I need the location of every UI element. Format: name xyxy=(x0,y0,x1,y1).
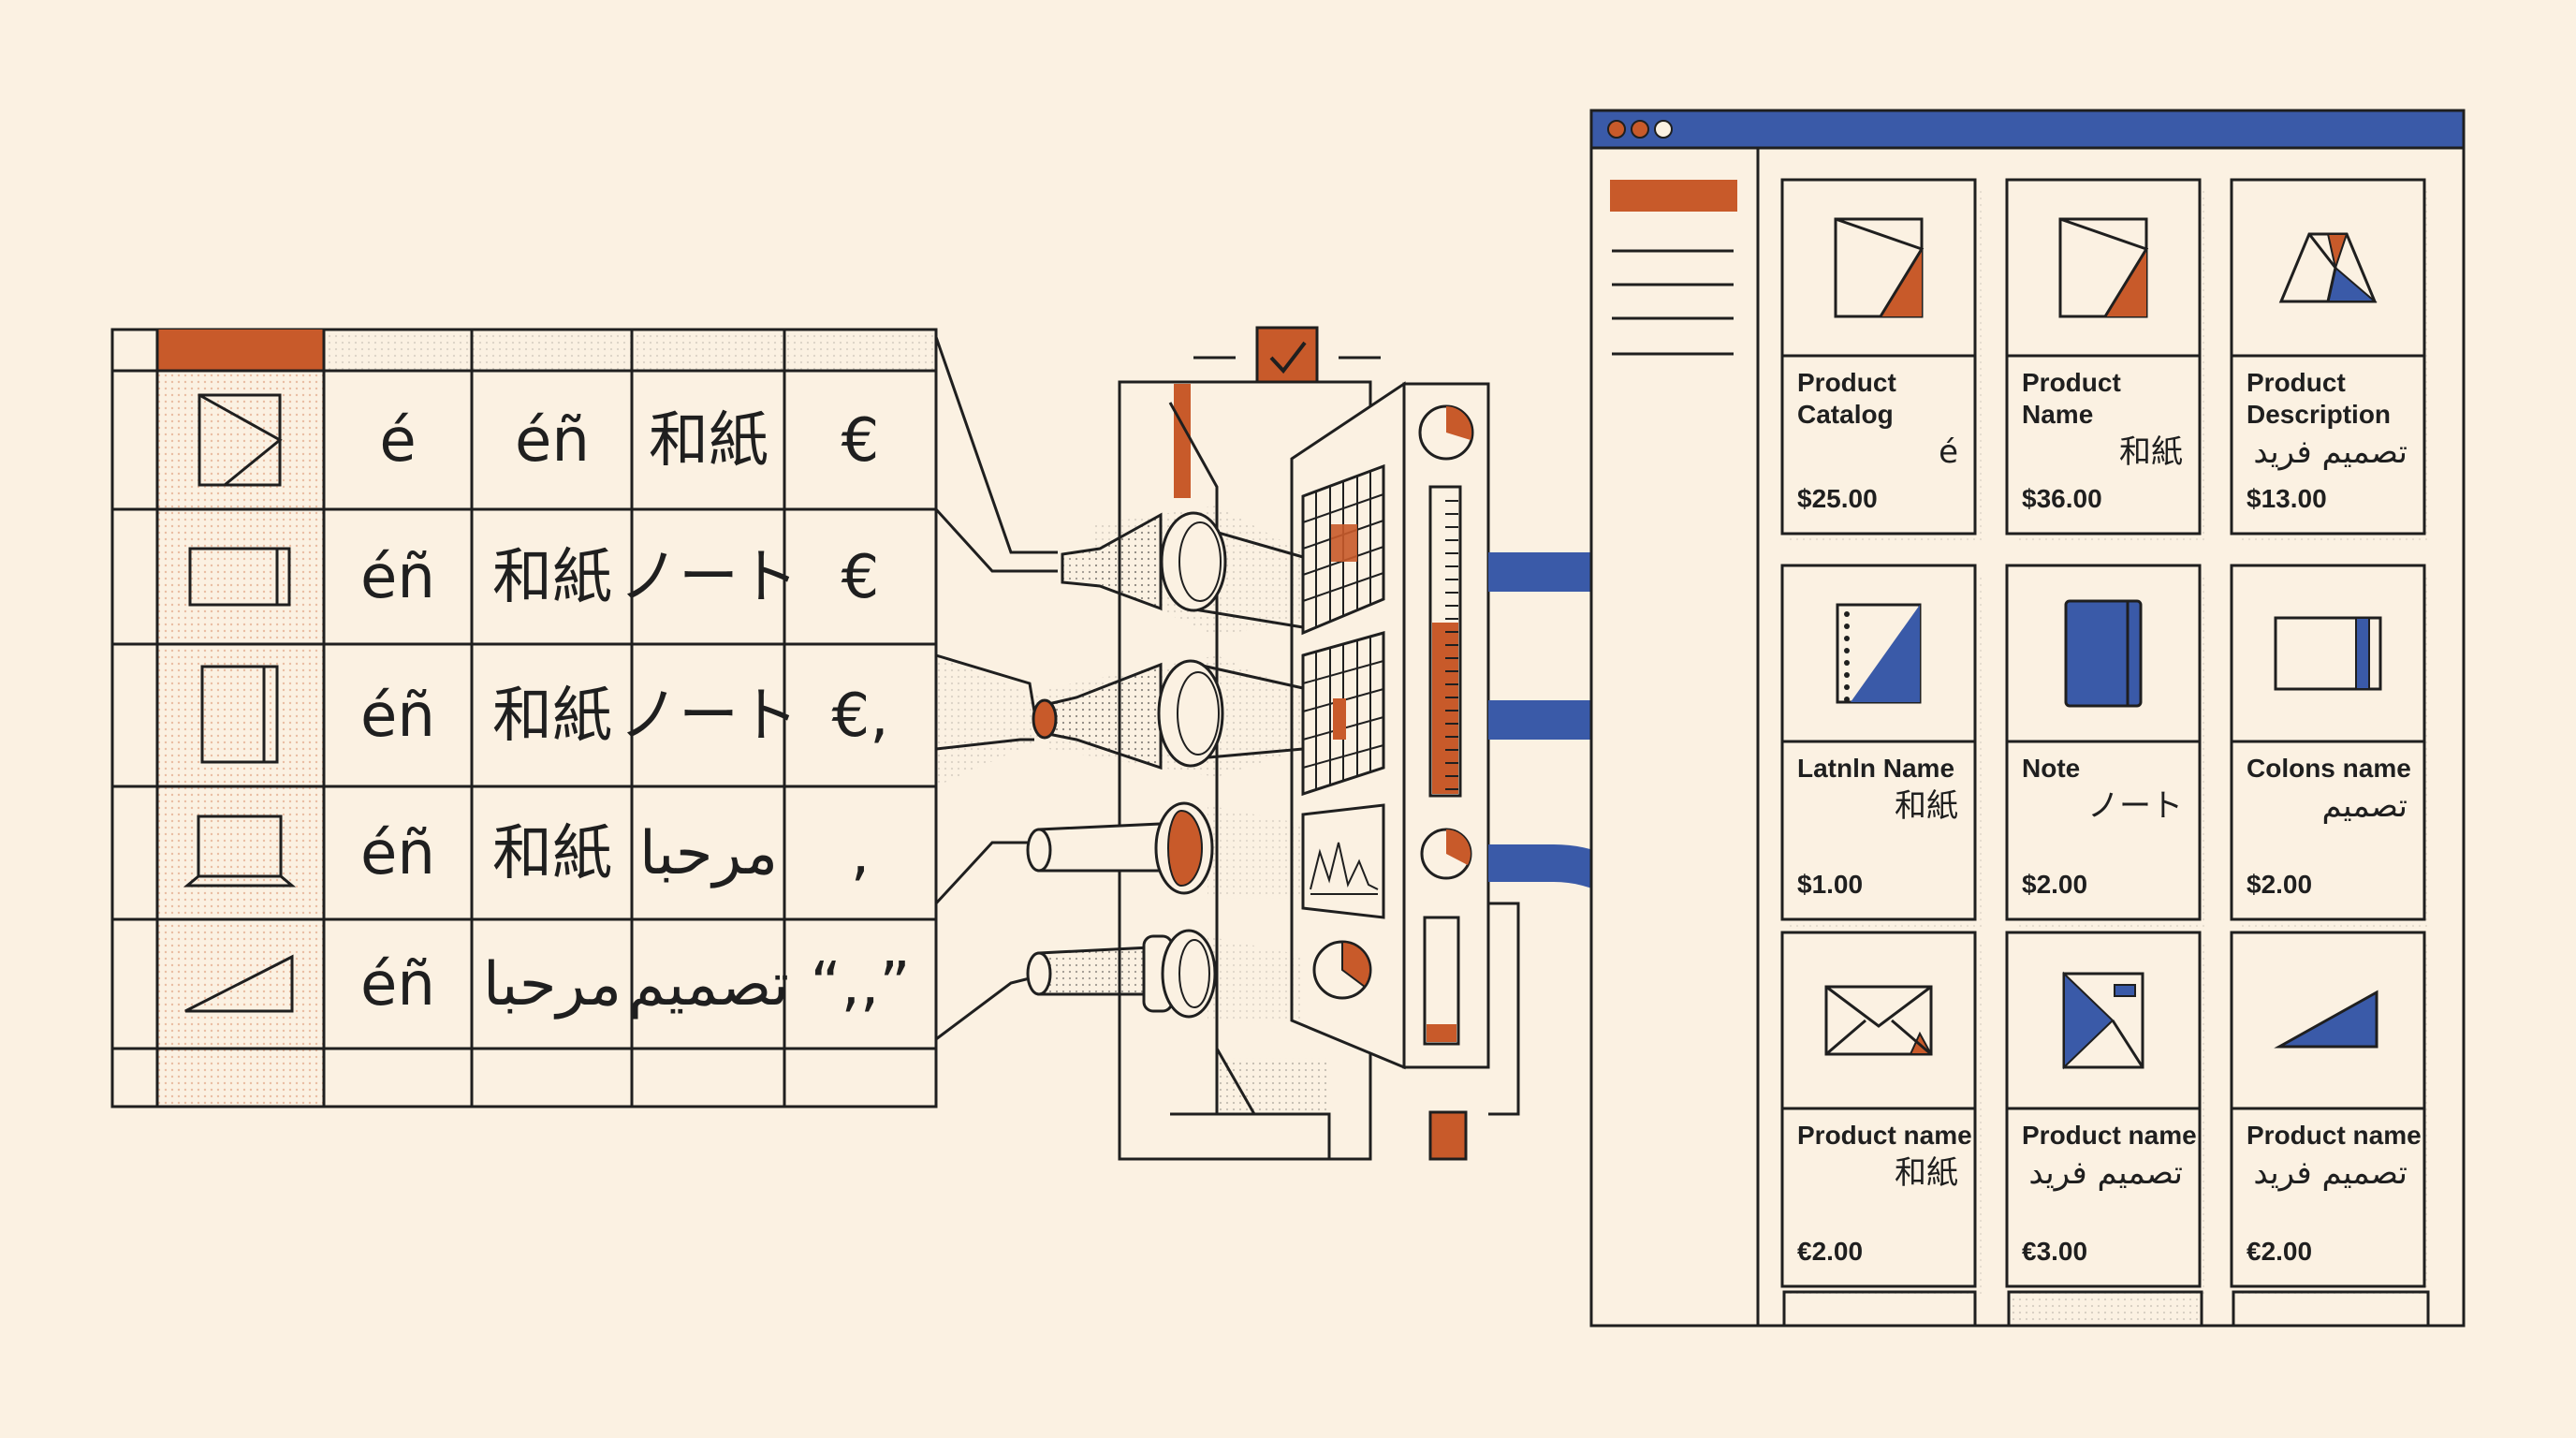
table-cell: 和紙 xyxy=(492,543,612,612)
card-icon xyxy=(2274,616,2382,691)
product-price: $13.00 xyxy=(2247,484,2327,513)
product-price: $2.00 xyxy=(2247,870,2312,899)
product-subtitle: تصميم فريد xyxy=(2028,1154,2183,1192)
product-title: Catalog xyxy=(1797,400,1894,429)
table-cell: éñ xyxy=(360,819,435,888)
table-cell: éñ xyxy=(360,950,435,1020)
header-accent xyxy=(157,330,324,371)
card-icon xyxy=(188,547,291,607)
product-subtitle: تصميم فريد xyxy=(2253,433,2408,471)
pie-gauge-icon xyxy=(1420,828,1472,880)
table-cell: ノート xyxy=(619,682,798,751)
table-cell: 和紙 xyxy=(649,406,768,476)
image-icon xyxy=(2058,217,2149,318)
table-cell: éñ xyxy=(360,682,435,751)
table-cell: é xyxy=(379,406,416,476)
grid-panel xyxy=(1301,631,1385,797)
table-cell: ノート xyxy=(619,543,798,612)
product-card[interactable]: Product name 和紙 €2.00 xyxy=(1780,931,1983,1294)
spiral-notebook-icon xyxy=(1836,603,1922,704)
lens-icon xyxy=(1026,929,1217,1019)
product-title: Note xyxy=(2022,754,2080,783)
product-title: Latnln Name xyxy=(1797,754,1954,783)
shapes-icon xyxy=(2278,232,2378,303)
product-price: $2.00 xyxy=(2022,870,2087,899)
triangle-icon xyxy=(2274,990,2378,1049)
table-cell: éñ xyxy=(360,543,435,612)
product-title: Description xyxy=(2247,400,2391,429)
product-card[interactable]: Product name تصميم فريد €2.00 xyxy=(2230,931,2432,1294)
product-subtitle: 和紙 xyxy=(1895,787,1958,825)
product-price: $36.00 xyxy=(2022,484,2102,513)
lens-icon xyxy=(1061,511,1227,612)
product-price: €3.00 xyxy=(2022,1237,2087,1266)
product-card[interactable]: Colons name تصميم $2.00 xyxy=(2230,564,2432,927)
table-cell: مرحبا xyxy=(483,950,622,1020)
table-cell: “,,” xyxy=(811,950,911,1020)
lens-icon xyxy=(1026,801,1214,895)
table-cell: 和紙 xyxy=(492,819,612,888)
window-maximize-button[interactable] xyxy=(1654,120,1673,139)
table-cell: تصميم xyxy=(628,950,789,1020)
pie-chart-panel xyxy=(1312,940,1372,1000)
image-icon xyxy=(198,393,283,487)
product-card[interactable]: Product name تصميم فريد €3.00 xyxy=(2005,931,2207,1294)
sidebar-active-item[interactable] xyxy=(1610,180,1737,212)
line-chart-panel xyxy=(1301,803,1385,919)
product-title: Product xyxy=(2247,368,2346,397)
window-title-bar xyxy=(1589,109,2466,150)
package-icon xyxy=(2062,971,2144,1070)
product-subtitle: é xyxy=(1939,433,1958,471)
notebook-icon xyxy=(200,665,279,764)
pie-gauge-icon xyxy=(1418,404,1474,461)
product-subtitle: تصميم فريد xyxy=(2253,1154,2408,1192)
product-title: Product name xyxy=(2022,1121,2197,1150)
grid-panel xyxy=(1301,463,1385,636)
table-cell: € xyxy=(842,543,880,612)
lens-array xyxy=(936,506,1304,1020)
sidebar xyxy=(1610,180,1737,356)
product-price: €2.00 xyxy=(2247,1237,2312,1266)
notebook-icon xyxy=(2064,599,2143,708)
product-card[interactable]: Latnln Name 和紙 $1.00 xyxy=(1780,564,1983,927)
table-cell: €, xyxy=(831,682,888,751)
product-title: Colons name xyxy=(2247,754,2411,783)
product-title: Product xyxy=(2022,368,2121,397)
lens-icon xyxy=(1032,659,1224,770)
product-price: €2.00 xyxy=(1797,1237,1863,1266)
table-cell: 和紙 xyxy=(492,682,612,751)
checkmark-icon xyxy=(1255,326,1319,389)
image-icon xyxy=(1834,217,1925,318)
product-subtitle: 和紙 xyxy=(2119,433,2183,471)
window-close-button[interactable] xyxy=(1607,120,1626,139)
vertical-meter xyxy=(1428,485,1462,798)
product-price: $25.00 xyxy=(1797,484,1878,513)
table-cell: € xyxy=(842,406,880,476)
product-subtitle: ノート xyxy=(2087,787,2183,825)
laptop-icon xyxy=(183,814,297,888)
product-title: Name xyxy=(2022,400,2093,429)
table-cell: éñ xyxy=(515,406,590,476)
product-title: Product name xyxy=(1797,1121,1972,1150)
product-price: $1.00 xyxy=(1797,870,1863,899)
product-title: Product name xyxy=(2247,1121,2422,1150)
processor-machine xyxy=(936,326,1520,1161)
product-subtitle: تصميم xyxy=(2322,787,2408,825)
table-cell: مرحبا xyxy=(639,819,778,888)
window-minimize-button[interactable] xyxy=(1631,120,1649,139)
product-title: Product xyxy=(1797,368,1896,397)
product-subtitle: 和紙 xyxy=(1895,1154,1958,1192)
triangle-icon xyxy=(184,954,294,1013)
envelope-icon xyxy=(1824,985,1933,1056)
table-cell: , xyxy=(851,819,870,888)
vertical-meter xyxy=(1423,916,1460,1046)
